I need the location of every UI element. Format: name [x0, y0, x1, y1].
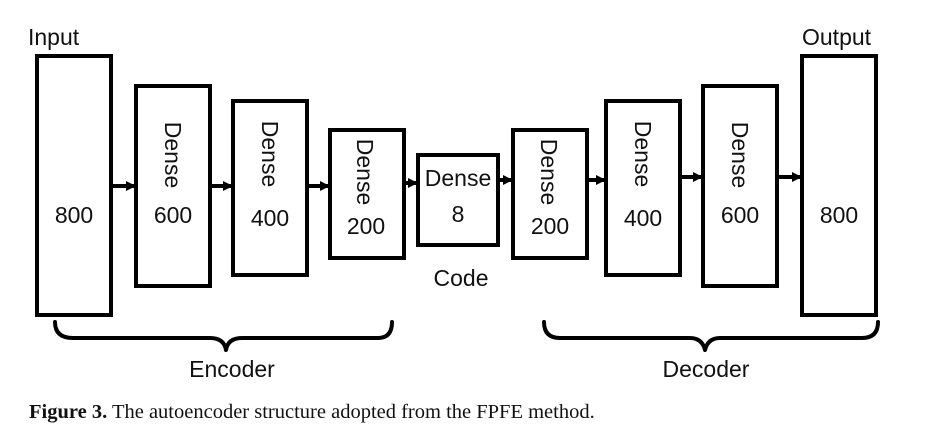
decoder-dense-200-units: 200	[531, 213, 569, 239]
encoder-dense-400-box	[231, 99, 309, 277]
input-layer-box	[35, 54, 113, 317]
decoder-dense-400-box	[604, 99, 682, 277]
code-label: Code	[434, 265, 489, 291]
figure-caption-text: The autoencoder structure adopted from t…	[107, 401, 595, 423]
code-dense-8-name: Dense	[425, 165, 491, 191]
encoder-dense-200-units: 200	[347, 213, 385, 239]
encoder-dense-400-units: 400	[251, 205, 289, 231]
decoder-brace	[542, 320, 880, 352]
output-layer-box	[800, 54, 878, 317]
decoder-dense-400-units: 400	[624, 205, 662, 231]
decoder-dense-400-name: Dense	[630, 121, 656, 187]
output-layer-units: 800	[820, 202, 858, 228]
decoder-dense-600-name: Dense	[727, 122, 753, 188]
code-dense-8-units: 8	[452, 201, 465, 227]
input-label: Input	[28, 24, 80, 50]
encoder-brace	[53, 320, 394, 352]
encoder-dense-600-box	[134, 84, 212, 288]
decoder-dense-600-box	[701, 84, 779, 288]
decoder-dense-600-units: 600	[721, 202, 759, 228]
input-layer-units: 800	[55, 202, 93, 228]
output-label: Output	[802, 24, 872, 50]
decoder-dense-200-box	[511, 128, 589, 260]
encoder-dense-200-name: Dense	[352, 139, 378, 205]
figure-caption: Figure 3. The autoencoder structure adop…	[29, 401, 595, 424]
encoder-dense-400-name: Dense	[257, 121, 283, 187]
encoder-dense-200-box	[328, 128, 406, 260]
encoder-dense-600-units: 600	[154, 202, 192, 228]
encoder-label: Encoder	[189, 356, 275, 382]
decoder-dense-200-name: Dense	[536, 139, 562, 205]
code-dense-8-box	[416, 153, 500, 247]
encoder-dense-600-name: Dense	[160, 122, 186, 188]
figure-caption-label: Figure 3.	[29, 401, 108, 423]
decoder-label: Decoder	[663, 356, 750, 382]
